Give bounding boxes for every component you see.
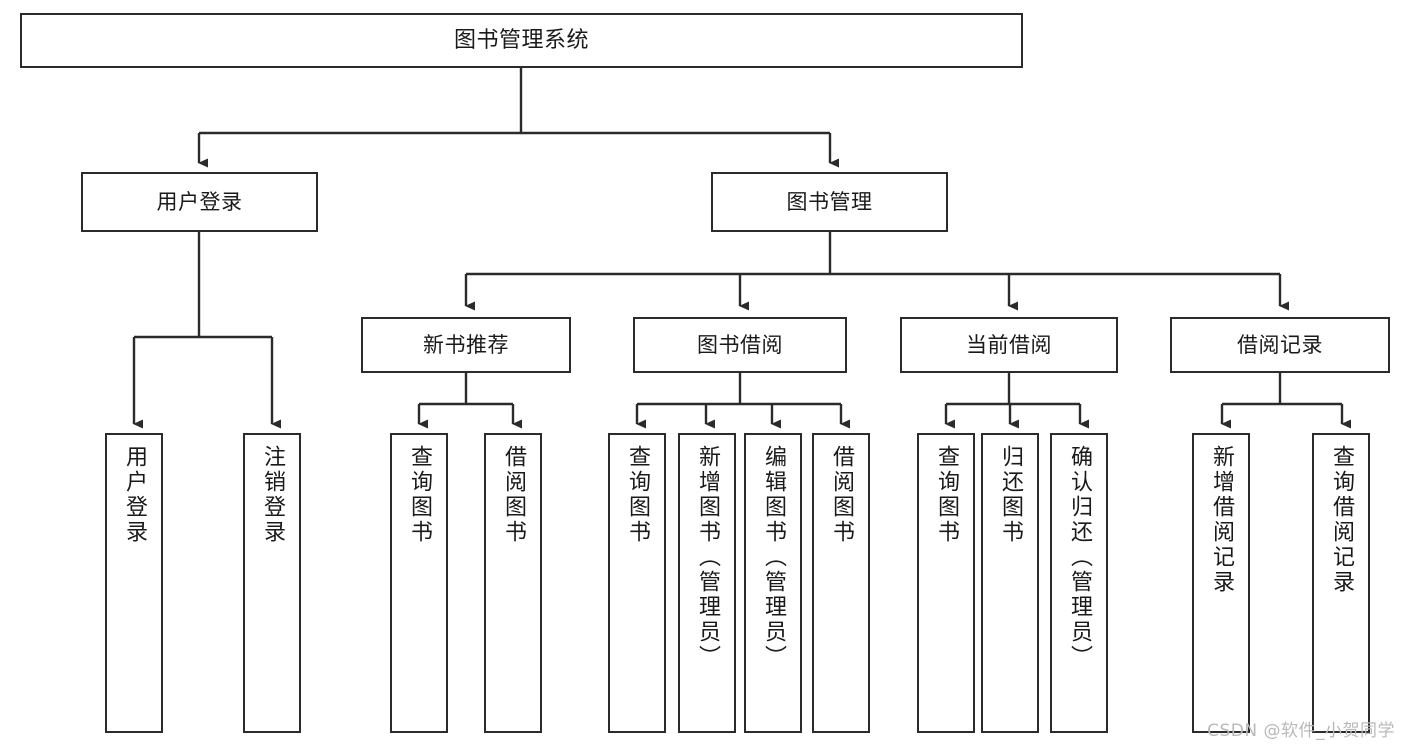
leaf-borrow-record-query-record[interactable]: 查询借阅记录 [1312,433,1370,733]
node-label: 查询图书 [934,445,959,545]
leaf-current-borrow-query-book[interactable]: 查询图书 [917,433,975,733]
leaf-new-book-borrow-book[interactable]: 借阅图书 [484,433,542,733]
leaf-book-borrow-edit-book-admin[interactable]: 编辑图书（管理员） [744,433,802,733]
node-label: 新增图书（管理员） [695,445,720,670]
node-label: 查询借阅记录 [1329,445,1354,595]
node-label: 查询图书 [407,445,432,545]
node-label: 查询图书 [625,445,650,545]
leaf-user-login-login[interactable]: 用户登录 [105,433,163,733]
leaf-new-book-query-book[interactable]: 查询图书 [390,433,448,733]
leaf-book-borrow-borrow-book[interactable]: 借阅图书 [812,433,870,733]
node-label: 新增借阅记录 [1209,445,1234,595]
leaf-current-borrow-confirm-return-admin[interactable]: 确认归还（管理员） [1050,433,1108,733]
leaf-book-borrow-query-book[interactable]: 查询图书 [608,433,666,733]
node-label: 用户登录 [122,445,147,545]
node-label: 借阅记录 [1237,332,1323,357]
node-current-borrow[interactable]: 当前借阅 [900,317,1118,373]
node-user-login[interactable]: 用户登录 [81,172,318,232]
node-label: 归还图书 [998,445,1023,545]
node-label: 注销登录 [260,445,285,545]
node-label: 图书管理系统 [453,27,589,53]
node-label: 图书借阅 [697,332,783,357]
node-label: 用户登录 [156,189,243,214]
node-label: 图书管理 [786,189,873,214]
leaf-book-borrow-add-book-admin[interactable]: 新增图书（管理员） [678,433,736,733]
node-borrow-record[interactable]: 借阅记录 [1170,317,1390,373]
leaf-current-borrow-return-book[interactable]: 归还图书 [981,433,1039,733]
leaf-user-login-logout[interactable]: 注销登录 [243,433,301,733]
node-book-borrow[interactable]: 图书借阅 [633,317,847,373]
leaf-borrow-record-add-record[interactable]: 新增借阅记录 [1192,433,1250,733]
node-label: 编辑图书（管理员） [761,445,786,670]
node-label: 借阅图书 [501,445,526,545]
node-new-book-recommend[interactable]: 新书推荐 [361,317,571,373]
node-label: 确认归还（管理员） [1067,445,1092,670]
node-label: 新书推荐 [423,332,509,357]
node-book-management[interactable]: 图书管理 [711,172,948,232]
node-label: 借阅图书 [829,445,854,545]
node-label: 当前借阅 [966,332,1052,357]
node-root-book-management-system[interactable]: 图书管理系统 [20,13,1023,68]
